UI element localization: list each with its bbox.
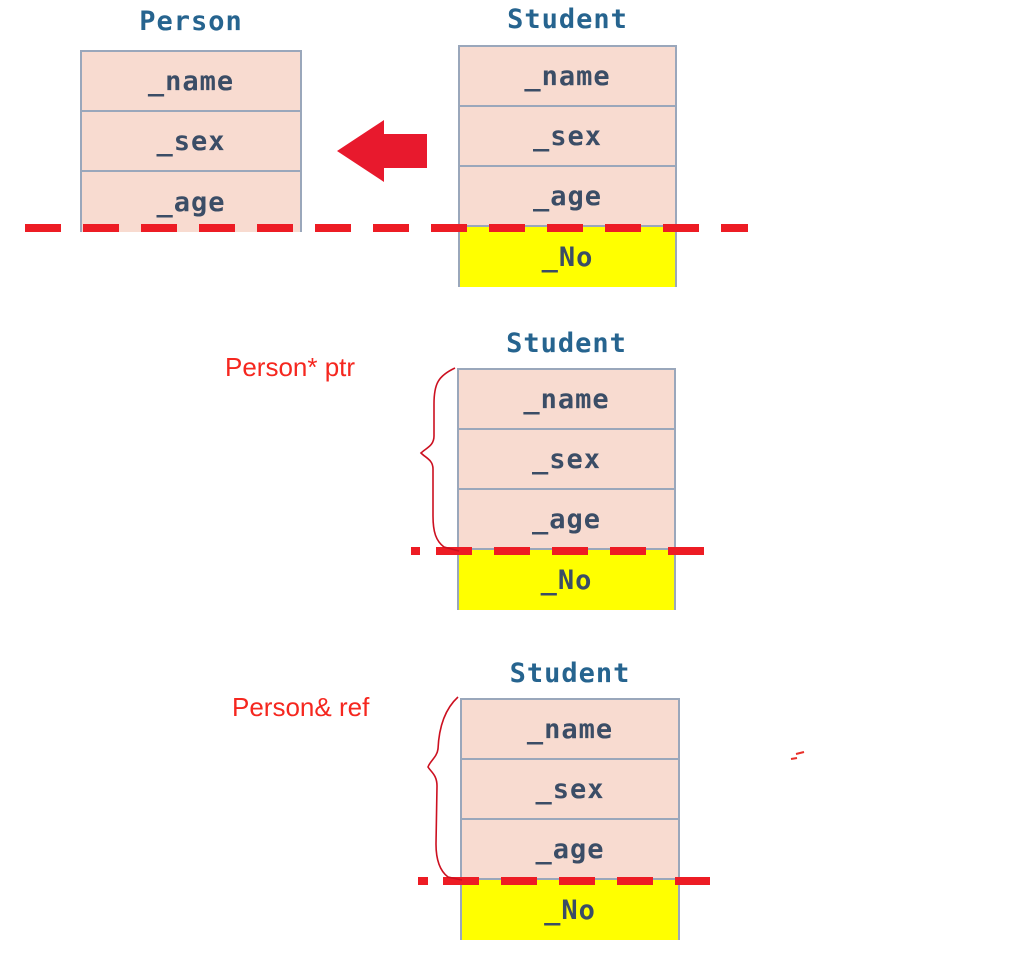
- student-field-age: _age: [459, 490, 674, 550]
- person-object-box: _name _sex _age: [80, 50, 302, 232]
- student-object-box-middle: _name _sex _age _No: [457, 368, 676, 610]
- slice-dash-fragment: [418, 877, 428, 885]
- student-box-title-top: Student: [507, 4, 628, 35]
- person-field-sex: _sex: [82, 112, 300, 172]
- student-field-no: _No: [459, 550, 674, 610]
- student-field-sex: _sex: [462, 760, 678, 820]
- slice-left-arrow-icon: [337, 120, 427, 182]
- stray-pen-mark: [790, 751, 805, 760]
- slice-dashed-line-middle: [436, 547, 706, 555]
- student-object-box-top: _name _sex _age _No: [458, 45, 677, 287]
- person-box-title: Person: [139, 6, 243, 37]
- student-field-name: _name: [462, 700, 678, 760]
- student-field-name: _name: [459, 370, 674, 430]
- slice-dashed-line-bottom: [443, 877, 710, 885]
- student-field-age: _age: [462, 820, 678, 880]
- student-field-age: _age: [460, 167, 675, 227]
- slice-dashed-line-top: [25, 224, 748, 232]
- student-field-sex: _sex: [459, 430, 674, 490]
- student-box-title-middle: Student: [506, 328, 627, 359]
- person-field-name: _name: [82, 52, 300, 112]
- student-field-name: _name: [460, 47, 675, 107]
- curly-brace-icon: [427, 696, 463, 881]
- reference-label: Person& ref: [232, 692, 370, 722]
- person-field-age: _age: [82, 172, 300, 232]
- student-field-no: _No: [462, 880, 678, 940]
- student-object-box-bottom: _name _sex _age _No: [460, 698, 680, 940]
- student-box-title-bottom: Student: [509, 658, 631, 689]
- student-field-sex: _sex: [460, 107, 675, 167]
- slice-dash-fragment: [411, 547, 420, 555]
- curly-brace-icon: [419, 367, 460, 552]
- student-field-no: _No: [460, 227, 675, 287]
- pointer-label: Person* ptr: [225, 352, 356, 382]
